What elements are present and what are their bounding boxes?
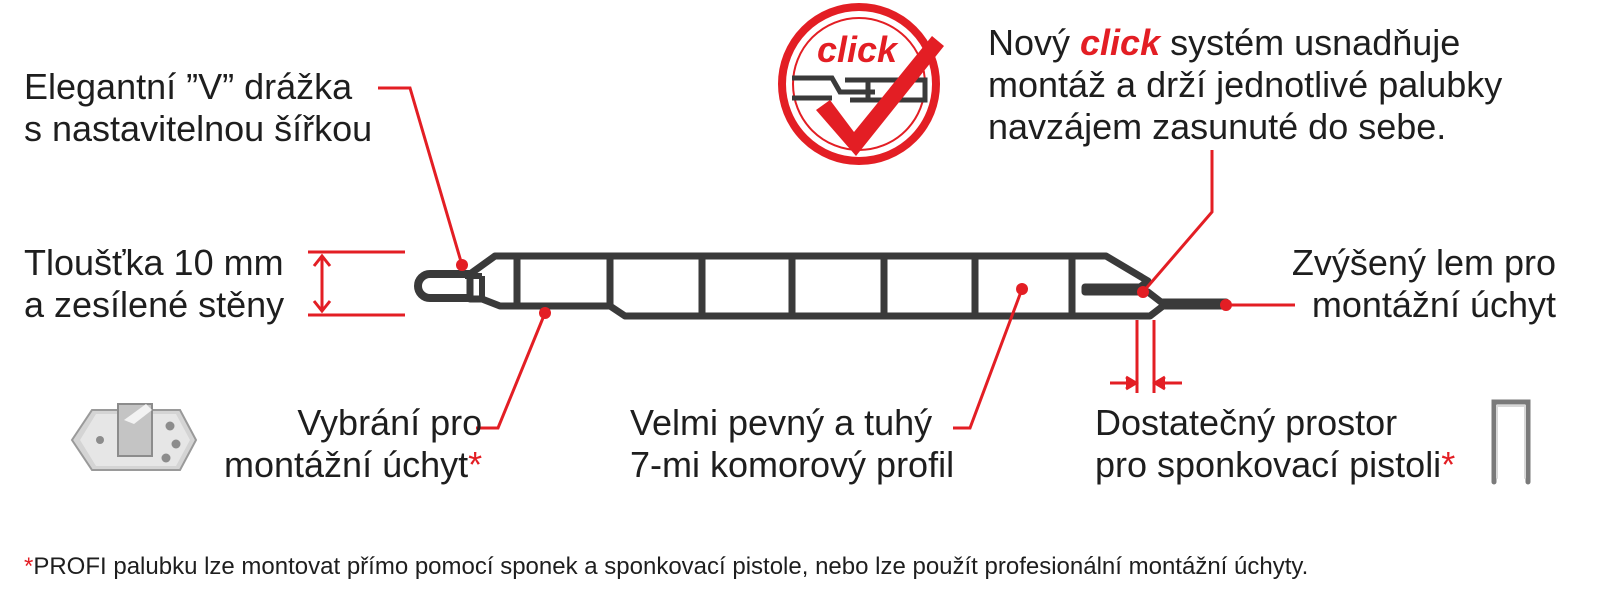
callout-dot [456, 259, 468, 271]
label-stapler-space: Dostatečný prostor pro sponkovací pistol… [1095, 402, 1455, 486]
callout-dot [539, 307, 551, 319]
thickness-dimension [308, 250, 405, 317]
label-v-groove-line2: s nastavitelnou šířkou [24, 108, 373, 149]
label-click-system: Nový click systém usnadňuje montáž a drž… [988, 22, 1502, 148]
panel-outline [466, 252, 1230, 320]
label-stapler-space-line2: pro sponkovací pistoli [1095, 444, 1442, 485]
callout-dot [1016, 283, 1028, 295]
callout-dot [1220, 299, 1232, 311]
check-icon [816, 36, 944, 156]
stapler-space-dimension [1110, 320, 1182, 393]
footnote-asterisk: * [24, 553, 34, 580]
label-click-line3: navzájem zasunuté do sebe. [988, 106, 1447, 147]
footnote: *PROFI palubku lze montovat přímo pomocí… [24, 552, 1308, 582]
panel-tongue [414, 270, 470, 302]
label-recess-line2: montážní úchyt [224, 444, 469, 485]
leader-click-system [1141, 150, 1214, 293]
staple-icon [1491, 399, 1531, 485]
label-thickness: Tloušťka 10 mm a zesílené stěny [24, 242, 284, 326]
label-recess: Vybrání pro montážní úchyt* [224, 402, 482, 486]
label-rigid-profile-line2: 7-mi komorový profil [630, 444, 955, 485]
click-badge: click [778, 3, 944, 165]
callout-dot [1137, 286, 1149, 298]
label-raised-edge-line2: montážní úchyt [1311, 284, 1556, 325]
label-v-groove: Elegantní ”V” drážka s nastavitelnou šíř… [24, 66, 372, 150]
footnote-text: PROFI palubku lze montovat přímo pomocí … [33, 553, 1309, 580]
label-recess-asterisk: * [468, 444, 483, 485]
label-raised-edge: Zvýšený lem pro montážní úchyt [1292, 242, 1556, 326]
leader-rigid-profile [953, 288, 1024, 430]
label-click-suffix: systém usnadňuje [1160, 22, 1461, 63]
label-thickness-line1: Tloušťka 10 mm [24, 242, 284, 283]
panel-profile [414, 252, 1230, 320]
label-v-groove-line1: Elegantní ”V” drážka [24, 66, 353, 107]
label-rigid-profile: Velmi pevný a tuhý 7-mi komorový profil [630, 402, 954, 486]
leader-recess [476, 312, 547, 430]
label-rigid-profile-line1: Velmi pevný a tuhý [630, 402, 933, 443]
click-badge-text: click [817, 29, 899, 70]
label-stapler-space-line1: Dostatečný prostor [1095, 402, 1398, 443]
label-click-word: click [1080, 22, 1161, 63]
leader-v-groove [378, 86, 464, 266]
label-raised-edge-line1: Zvýšený lem pro [1291, 242, 1556, 283]
label-click-prefix: Nový [988, 22, 1081, 63]
label-recess-line1: Vybrání pro [297, 402, 483, 443]
label-click-line2: montáž a drží jednotlivé palubky [988, 64, 1503, 105]
label-stapler-space-asterisk: * [1441, 444, 1456, 485]
mounting-clip-icon [70, 403, 198, 471]
label-thickness-line2: a zesílené stěny [24, 284, 285, 325]
